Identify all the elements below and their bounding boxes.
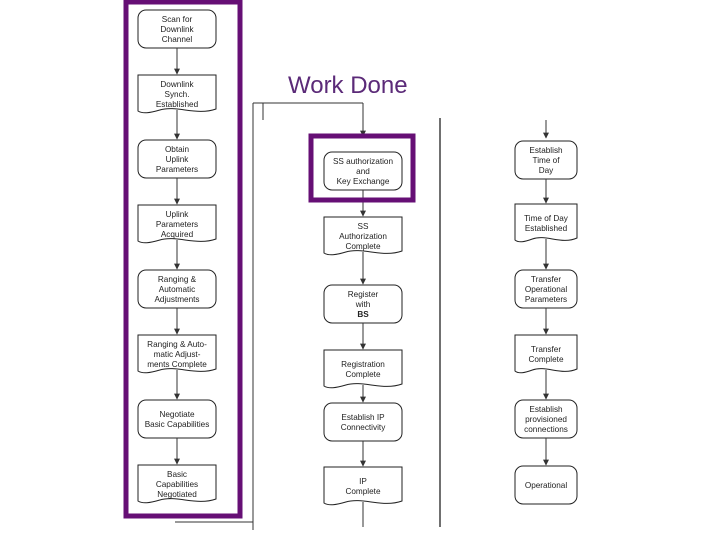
col1-step-8-box [137, 464, 217, 504]
col3-step-1-label: Day [539, 166, 554, 175]
col3-step-4-label: Complete [528, 355, 563, 364]
col1-step-4-box [137, 204, 217, 244]
col3-step-5-label: Establish [529, 405, 563, 414]
col2-step-5-label: Establish IP [341, 413, 385, 422]
col1-step-2-label: Synch. [164, 90, 189, 99]
col3-step-2-box [514, 203, 578, 243]
col1-step-1-label: Channel [162, 35, 193, 44]
col3-step-6-label: Operational [525, 481, 568, 490]
col1-step-3-label: Obtain [165, 145, 190, 154]
col1-step-4-label: Uplink [166, 210, 190, 219]
col2-step-4-label: Registration [341, 360, 385, 369]
col2-step-2-label: Authorization [339, 232, 387, 241]
connector-lines [175, 102, 549, 530]
col3-step-1-label: Establish [529, 146, 563, 155]
col1-step-6-box [137, 334, 217, 374]
col1-step-8-label: Basic [167, 470, 187, 479]
col1-step-1-label: Scan for [162, 15, 193, 24]
col1-step-8-label: Capabilities [156, 480, 198, 489]
col2-step-4-label: Complete [345, 370, 380, 379]
col2-step-1-label: Key Exchange [337, 177, 390, 186]
col3-step-4-label: Transfer [531, 345, 561, 354]
col3-step-1-label: Time of [533, 156, 561, 165]
col1-step-5-label: Adjustments [154, 295, 199, 304]
col2-step-5-box [323, 402, 403, 442]
col3-step-5-label: connections [524, 425, 568, 434]
col1-step-6-label: ments Complete [147, 360, 207, 369]
col3-step-4-box [514, 334, 578, 374]
col3-step-3-label: Operational [525, 285, 568, 294]
col1-step-2-label: Downlink [160, 80, 194, 89]
col1-step-7-label: Basic Capabilities [145, 420, 210, 429]
col1-step-5-label: Ranging & [158, 275, 197, 284]
col1-step-6-label: matic Adjust- [154, 350, 201, 359]
col3-step-2-label: Established [525, 224, 568, 233]
col2-step-5-label: Connectivity [341, 423, 387, 432]
highlight-box-col1 [123, 0, 243, 519]
col1-step-7-box [137, 399, 217, 439]
col1-step-5-label: Automatic [159, 285, 195, 294]
col1-step-7-label: Negotiate [159, 410, 194, 419]
col2-step-6-label: IP [359, 477, 367, 486]
col3-step-5-label: provisioned [525, 415, 567, 424]
col3-step-3-label: Transfer [531, 275, 561, 284]
col2-step-4-box [323, 349, 403, 389]
col2-step-1-label: and [356, 167, 370, 176]
col1-step-4-label: Acquired [161, 230, 194, 239]
col1-step-8-label: Negotiated [157, 490, 197, 499]
slide-title: Work Done [288, 72, 408, 99]
col2-step-2-box [323, 216, 403, 256]
col1-step-2-box [137, 74, 217, 114]
col2-step-3-label: with [355, 300, 371, 309]
col3-step-6-box [514, 465, 578, 505]
col1-step-3-label: Uplink [166, 155, 190, 164]
col2-step-6-label: Complete [345, 487, 380, 496]
col1-step-6-label: Ranging & Auto- [147, 340, 207, 349]
col2-step-2-label: SS [358, 222, 369, 231]
col2-step-3-label: BS [357, 310, 369, 319]
col2-step-1-label: SS authorization [333, 157, 394, 166]
col1-step-1-label: Downlink [160, 25, 194, 34]
col2-step-3-label: Register [348, 290, 379, 299]
col3-step-3-label: Parameters [525, 295, 567, 304]
col1-step-4-label: Parameters [156, 220, 198, 229]
column-initial-ranging: Scan forDownlinkChannelDownlinkSynch.Est… [137, 9, 217, 504]
highlight-box-ss-authorization [308, 133, 416, 203]
col1-step-2-label: Established [156, 100, 199, 109]
col3-step-2-label: Time of Day [524, 214, 569, 223]
col1-step-3-label: Parameters [156, 165, 198, 174]
col2-step-2-label: Complete [345, 242, 380, 251]
col2-step-6-box [323, 466, 403, 506]
